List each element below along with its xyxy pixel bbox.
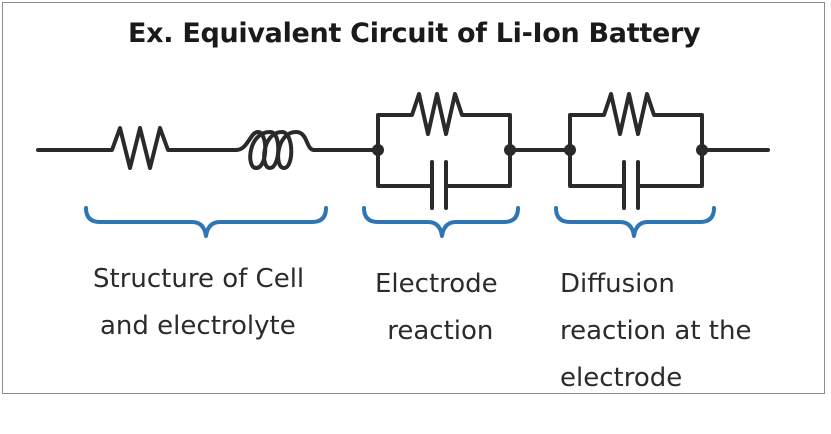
brace-cell <box>84 206 328 238</box>
label-line: reaction at the <box>560 316 752 346</box>
label-line: Electrode <box>375 269 498 299</box>
node-rc2-left <box>564 144 576 156</box>
rc2-resistor <box>595 92 664 136</box>
rc1-frame <box>376 113 407 152</box>
inductor <box>234 130 316 170</box>
label-line: Diffusion <box>560 269 675 299</box>
brace-electrode <box>362 206 520 238</box>
label-structure-of-cell: Structure of Cell and electrolyte <box>93 256 304 350</box>
rc1-resistor <box>403 92 472 136</box>
label-electrode-reaction: Electrode reaction <box>375 261 498 355</box>
rc1-cap-right-wire <box>444 148 512 188</box>
label-diffusion-reaction: Diffusion reaction at the electrode <box>560 261 751 402</box>
rc2-frame-right <box>660 113 704 152</box>
rc1-frame-right <box>468 113 512 152</box>
rc2-cap-left-wire <box>568 148 626 188</box>
node-rc1-left <box>372 144 384 156</box>
label-line: reaction <box>387 316 494 346</box>
node-rc2-right <box>696 144 708 156</box>
rc2-frame <box>568 113 599 152</box>
node-rc1-right <box>504 144 516 156</box>
diagram-frame <box>2 2 825 394</box>
series-resistor <box>102 126 178 170</box>
brace-diffusion <box>554 206 716 238</box>
rc1-cap-left-wire <box>376 148 434 188</box>
diagram-title: Ex. Equivalent Circuit of Li-Ion Battery <box>128 18 701 49</box>
rc2-cap-right-wire <box>636 148 704 188</box>
label-line: electrode <box>560 363 683 393</box>
label-line: Structure of Cell <box>93 264 305 294</box>
label-line: and electrolyte <box>100 311 296 341</box>
